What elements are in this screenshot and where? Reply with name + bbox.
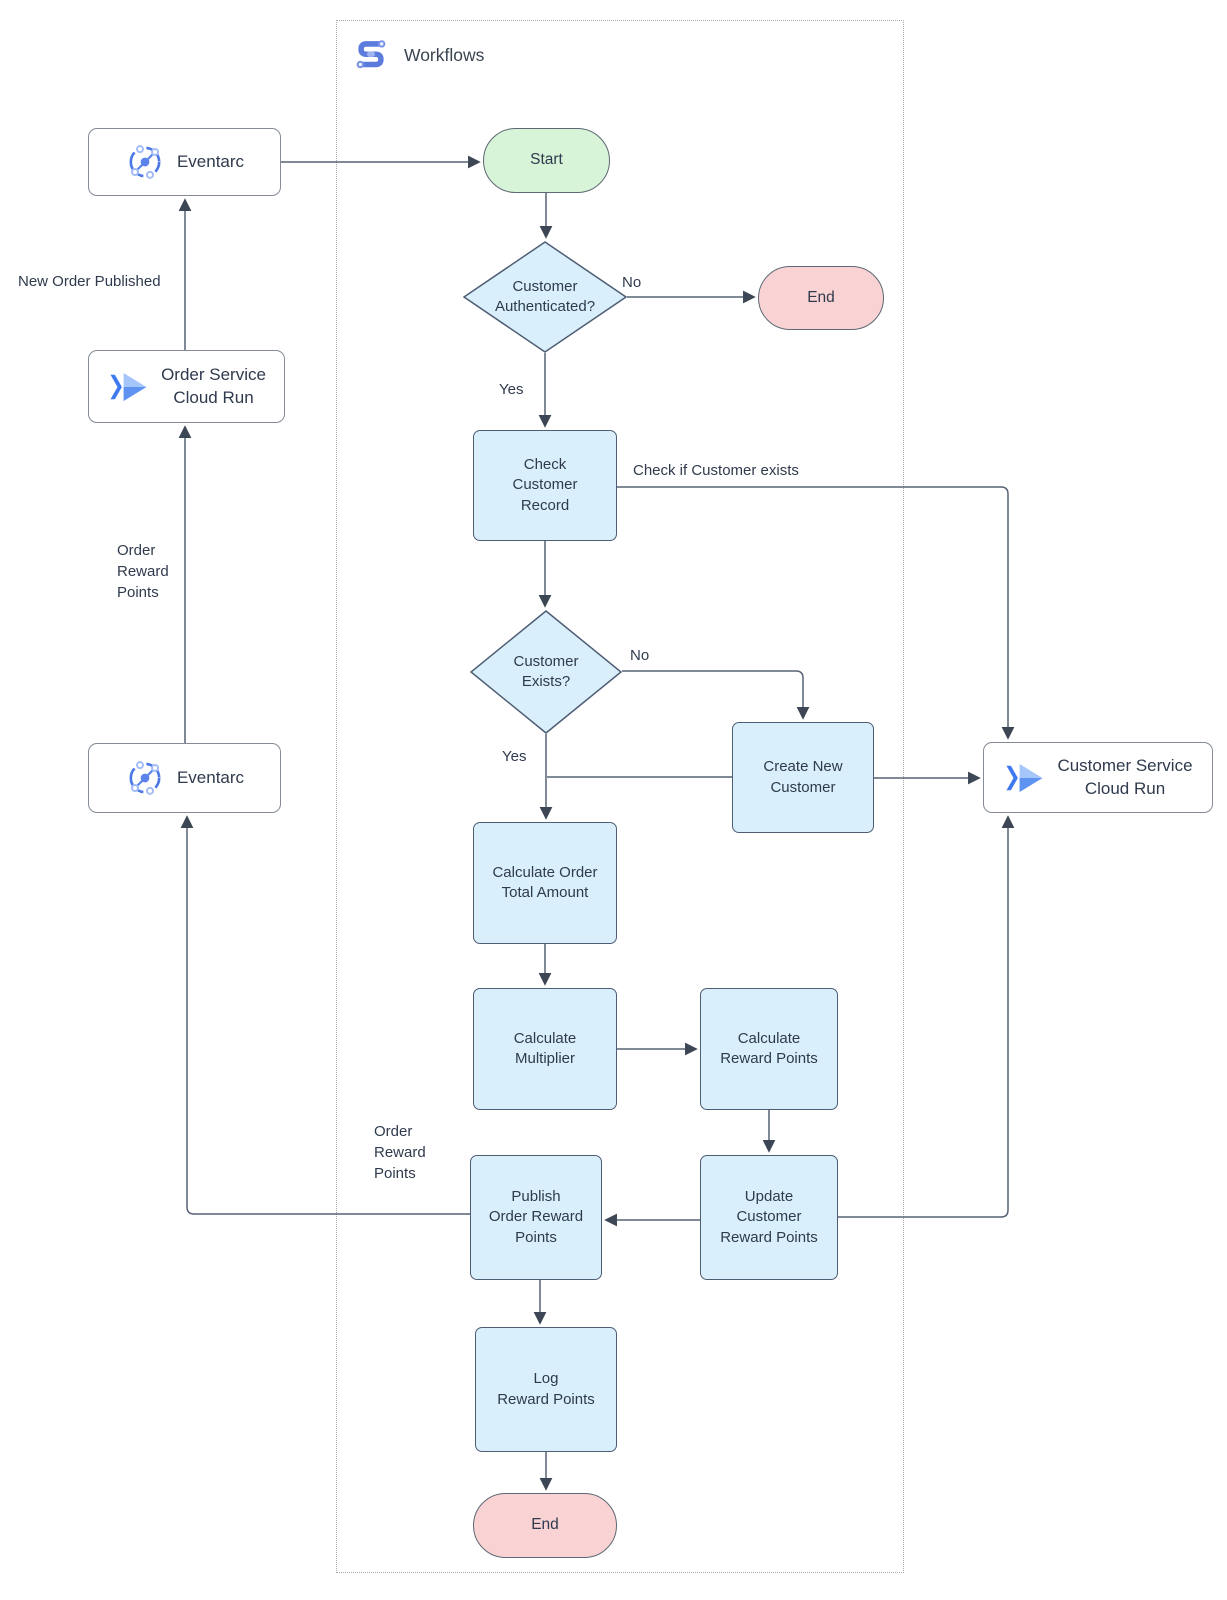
end-top[interactable]: End (758, 266, 884, 330)
end-top-label: End (807, 288, 835, 306)
calculate-reward-points-label: Calculate Reward Points (720, 1029, 818, 1067)
customer-service-cloud-run-label: Customer Service Cloud Run (1057, 755, 1193, 798)
customer-authenticated-decision-shape (463, 241, 627, 353)
customer-service-cloud-run[interactable]: Customer Service Cloud Run (983, 742, 1213, 813)
update-customer-reward-points-label: Update Customer Reward Points (720, 1188, 818, 1246)
eventarc-top[interactable]: Eventarc (88, 128, 281, 196)
label-order-reward-points-left: Order Reward Points (117, 542, 169, 601)
calculate-multiplier-label: Calculate Multiplier (513, 1029, 577, 1067)
workflows-icon (356, 40, 386, 69)
eventarc-icon (129, 145, 161, 179)
customer-exists-decision-shape (470, 610, 622, 734)
publish-order-reward-points-label: Publish Order Reward Points (488, 1188, 584, 1246)
create-new-customer-label: Create New Customer (763, 758, 843, 796)
eventarc-icon (129, 761, 161, 795)
log-reward-points[interactable]: Log Reward Points (475, 1327, 617, 1452)
customer-authenticated-decision-label: Customer Authenticated? (494, 277, 596, 315)
workflows-title: Workflows (404, 44, 485, 65)
calculate-multiplier[interactable]: Calculate Multiplier (473, 988, 617, 1110)
start[interactable]: Start (483, 128, 610, 193)
label-no-authenticated: No (622, 274, 642, 291)
customer-exists-decision-label: Customer Exists? (513, 652, 579, 690)
cloud-run-icon (1006, 763, 1043, 792)
workflows-header: Workflows (352, 36, 484, 74)
check-customer-record-label: Check Customer Record (512, 456, 578, 514)
start-label: Start (530, 151, 563, 169)
label-new-order-published: New Order Published (18, 273, 161, 290)
calculate-order-total[interactable]: Calculate Order Total Amount (473, 822, 617, 944)
update-customer-reward-points[interactable]: Update Customer Reward Points (700, 1155, 838, 1280)
customer-authenticated-decision[interactable]: Customer Authenticated? (463, 241, 627, 353)
label-no-exists: No (630, 647, 650, 664)
eventarc-top-label: Eventarc (176, 151, 245, 171)
calculate-reward-points[interactable]: Calculate Reward Points (700, 988, 838, 1110)
label-yes-exists: Yes (502, 748, 527, 765)
log-reward-points-label: Log Reward Points (497, 1370, 595, 1408)
calculate-order-total-label: Calculate Order Total Amount (492, 863, 598, 901)
label-yes-authenticated: Yes (499, 381, 524, 398)
end-bottom-label: End (531, 1516, 559, 1534)
workflows-icon-segment (367, 51, 375, 57)
check-customer-record[interactable]: Check Customer Record (473, 430, 617, 541)
customer-exists-decision[interactable]: Customer Exists? (470, 610, 622, 734)
create-new-customer[interactable]: Create New Customer (732, 722, 874, 833)
publish-order-reward-points[interactable]: Publish Order Reward Points (470, 1155, 602, 1280)
end-bottom[interactable]: End (473, 1493, 617, 1558)
workflows-container (336, 20, 904, 1573)
eventarc-bottom[interactable]: Eventarc (88, 743, 281, 813)
order-service-cloud-run[interactable]: Order Service Cloud Run (88, 350, 285, 423)
eventarc-bottom-label: Eventarc (176, 767, 245, 787)
label-check-if-customer-exists: Check if Customer exists (633, 462, 799, 479)
label-order-reward-points-publish: Order Reward Points (374, 1123, 426, 1182)
order-service-cloud-run-label: Order Service Cloud Run (161, 364, 266, 407)
cloud-run-icon (110, 372, 147, 401)
